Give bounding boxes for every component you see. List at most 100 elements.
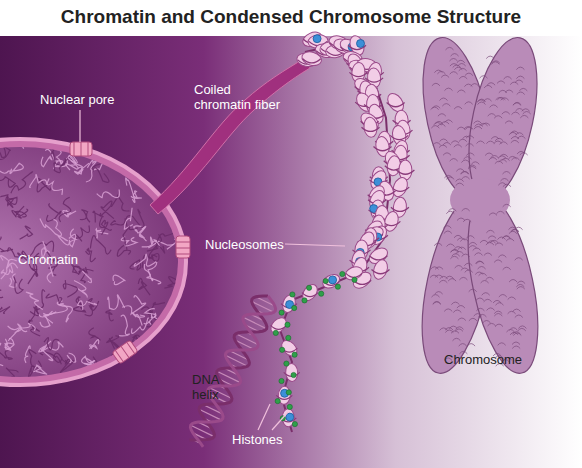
chromosome-texture [483,321,491,324]
chromosome-texture [459,277,467,280]
chromosome-texture [515,80,523,83]
chromosome-texture [476,298,484,301]
chromosome-texture [476,308,484,311]
chromatin-strand [141,363,149,380]
nucleus [0,147,178,377]
nucleosome [279,338,300,359]
chromosome-texture [445,330,453,333]
nucleosome [300,282,321,304]
chromosome-texture [510,82,518,85]
histone-dot [329,276,337,284]
chromosome-texture [458,318,466,321]
chromatin-strand [30,175,47,188]
chromosome-texture [466,236,474,239]
chromosome-texture [500,142,508,145]
histone-dot [323,278,328,283]
chromatin-strand [180,212,203,230]
chromosome-texture [465,73,473,76]
chromosome-texture [507,330,515,333]
dna-backbone [190,296,275,447]
chromatin-strand [25,346,30,363]
chromosome-texture [515,133,523,136]
chromosome-texture [450,72,458,75]
nuclear-pore-symbol [70,142,92,156]
chromosome-texture [461,160,469,163]
chromosome-texture [478,102,486,105]
chromatin-strand [0,343,1,360]
dna-backbone [189,296,268,440]
chromosome-texture [497,81,505,84]
chromosome-texture [500,154,508,157]
chromosome-texture [498,255,506,258]
chromosome-texture [516,67,524,70]
chromosome-texture [447,244,455,247]
chromosome-texture [480,240,488,243]
chromatin-strand [0,144,10,165]
chromosome-texture [512,342,520,345]
chromosome-texture [515,258,523,261]
chromatin-strand [138,278,150,295]
chromatin-strand [89,364,102,373]
histone-dot [292,422,297,427]
chromosome-texture [468,165,476,168]
chromosome-texture [509,156,517,159]
chromosome-texture [511,229,519,232]
chromatin-strand [92,164,109,182]
chromatin-strand [14,277,23,293]
chromatin-strand [103,365,115,377]
chromatin-strand [131,191,142,199]
chromosome-texture [450,59,458,62]
chromosome-texture [498,237,506,240]
histone-dot [302,298,307,303]
chromatin-strand [185,306,199,323]
chromosome-texture [466,153,474,156]
histone-dot [307,285,312,290]
chromatin-strand [54,353,68,363]
chromatin-strand [51,146,65,166]
chromosome-texture [513,333,521,336]
chromosome-texture [442,104,450,107]
chromatin-strand [40,219,68,241]
chromosome-texture [450,159,458,162]
histone-dot [279,378,284,383]
dna-strand [280,44,390,432]
chromosome-texture [503,172,511,175]
chromosome-texture [437,124,445,127]
chromosome-texture [446,177,454,180]
chromatin-strand [117,245,130,256]
chromatin-strand [150,365,160,381]
chromosome-texture [498,183,506,186]
chromosome-texture [467,344,475,347]
chromosome-texture [459,344,467,347]
chromosome-texture [482,293,490,296]
chromosome-texture [433,302,441,305]
chromosome-texture [488,323,496,326]
chromatin-strand [130,260,141,270]
dna-wrap [271,325,287,329]
histone-dot [273,330,278,335]
chromatin-strand [111,218,126,225]
chromatin-strand [29,350,42,368]
chromosome-texture [461,172,469,175]
chromatin-strand [41,156,52,166]
chromosome-texture [466,136,474,139]
chromatin-strand [53,376,63,386]
chromatin-strand [74,281,87,297]
chromosome-texture [441,75,449,78]
chromosome-texture [444,309,452,312]
chromatin-strand [108,295,125,309]
chromatin-strand [20,226,33,239]
chromosome-texture [519,88,527,91]
chromatin-strand [106,373,132,391]
chromatin-strand [8,323,36,330]
nucleosome-fiber [268,29,414,432]
chromosome-texture [501,179,509,182]
chromatin-strand [134,254,156,266]
nuclear-envelope [0,139,186,385]
chromatin-strand [181,277,192,281]
histone-dot [280,347,285,352]
chromosome-texture [471,162,479,165]
chromosome-texture [477,141,485,144]
chromosome-texture [455,266,463,269]
chromatin-strand [161,357,184,378]
